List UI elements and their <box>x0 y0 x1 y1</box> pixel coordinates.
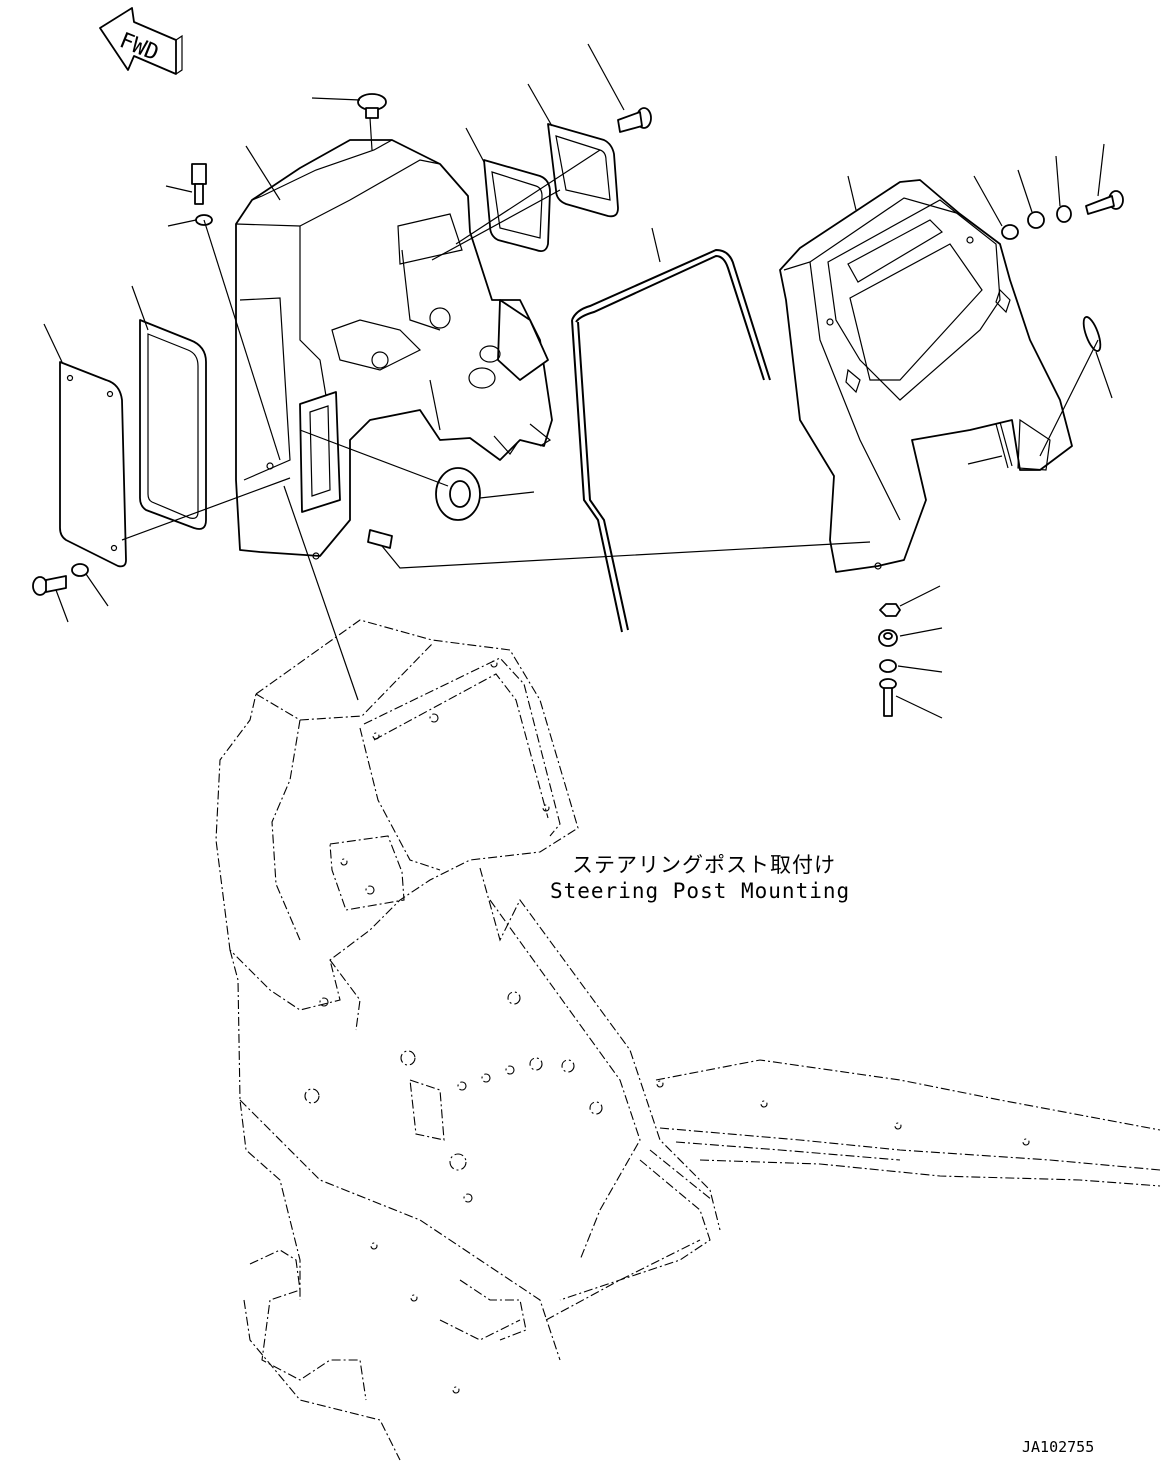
pin-right <box>995 421 1013 469</box>
bolt-top-left <box>191 163 213 226</box>
drawing-number: JA102755 <box>1022 1438 1094 1456</box>
washers-right-top <box>1001 190 1124 240</box>
right-cover <box>779 179 1073 573</box>
screw-top <box>617 107 652 133</box>
caption-english: Steering Post Mounting <box>550 879 850 903</box>
steering-post-frame <box>215 619 1161 1461</box>
leader-lines <box>43 43 1113 719</box>
fwd-arrow-icon: FWD <box>99 7 183 75</box>
steering-housing <box>235 139 553 560</box>
gasket-top-1 <box>483 159 551 253</box>
seal-strip <box>571 248 771 633</box>
clip-right <box>1082 316 1102 352</box>
grommet <box>435 467 481 521</box>
gasket-top-2 <box>547 123 619 218</box>
thumb-screw <box>357 93 387 119</box>
hardware-stack <box>878 603 901 717</box>
screw-left <box>32 563 89 596</box>
caption-japanese: ステアリングポスト取付け <box>572 853 836 877</box>
gasket-left <box>139 319 207 530</box>
cover-plate <box>59 361 127 568</box>
